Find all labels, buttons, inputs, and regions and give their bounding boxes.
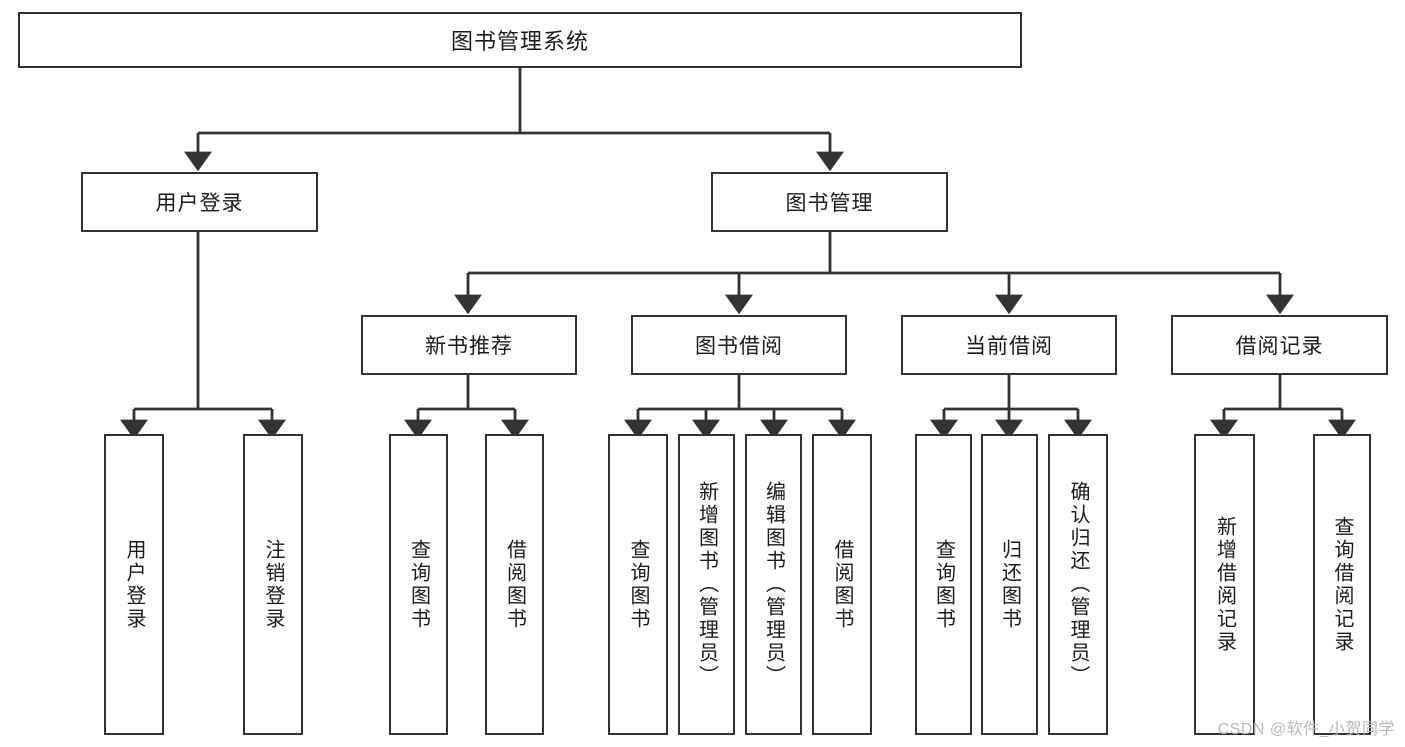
leaf-current-borrow-return[interactable]: 归还图书 bbox=[981, 434, 1038, 735]
node-current-borrow[interactable]: 当前借阅 bbox=[901, 315, 1117, 375]
node-label: 借阅记录 bbox=[1235, 335, 1324, 358]
node-label: 用户登录 bbox=[155, 192, 244, 215]
node-root-system[interactable]: 图书管理系统 bbox=[18, 12, 1022, 68]
leaf-user-login-logout[interactable]: 注销登录 bbox=[243, 434, 303, 735]
leaf-new-book-query[interactable]: 查询图书 bbox=[389, 434, 448, 735]
leaf-current-borrow-query[interactable]: 查询图书 bbox=[915, 434, 972, 735]
node-label: 查询借阅记录 bbox=[1331, 515, 1353, 654]
node-book-management[interactable]: 图书管理 bbox=[711, 172, 948, 232]
leaf-book-borrow-add[interactable]: 新增图书（管理员） bbox=[678, 434, 735, 735]
node-label: 用户登录 bbox=[123, 538, 145, 631]
node-label: 查询图书 bbox=[627, 538, 649, 631]
node-label: 编辑图书（管理员） bbox=[762, 481, 785, 688]
watermark-text: CSDN @软件_小贺同学 bbox=[1217, 721, 1395, 738]
leaf-book-borrow-borrow[interactable]: 借阅图书 bbox=[812, 434, 872, 735]
node-label: 当前借阅 bbox=[965, 335, 1053, 358]
node-label: 查询图书 bbox=[407, 538, 430, 631]
leaf-book-borrow-edit[interactable]: 编辑图书（管理员） bbox=[745, 434, 802, 735]
node-borrow-record[interactable]: 借阅记录 bbox=[1171, 315, 1388, 375]
node-label: 借阅图书 bbox=[503, 538, 526, 631]
leaf-borrow-record-query[interactable]: 查询借阅记录 bbox=[1313, 434, 1371, 735]
node-label: 查询图书 bbox=[932, 538, 955, 631]
node-label: 借阅图书 bbox=[831, 538, 853, 631]
node-user-login[interactable]: 用户登录 bbox=[81, 172, 318, 232]
node-label: 确认归还（管理员） bbox=[1067, 481, 1089, 688]
leaf-current-borrow-confirm-return[interactable]: 确认归还（管理员） bbox=[1048, 434, 1108, 735]
node-label: 归还图书 bbox=[998, 538, 1021, 631]
node-label: 图书管理系统 bbox=[450, 29, 589, 54]
node-label: 图书管理 bbox=[785, 192, 874, 215]
leaf-borrow-record-add[interactable]: 新增借阅记录 bbox=[1194, 434, 1255, 735]
leaf-user-login-login[interactable]: 用户登录 bbox=[104, 434, 164, 735]
leaf-new-book-borrow[interactable]: 借阅图书 bbox=[485, 434, 544, 735]
node-label: 新书推荐 bbox=[425, 335, 513, 358]
node-label: 新增借阅记录 bbox=[1213, 515, 1236, 654]
node-label: 图书借阅 bbox=[695, 335, 783, 358]
leaf-book-borrow-query[interactable]: 查询图书 bbox=[608, 434, 668, 735]
node-label: 注销登录 bbox=[262, 538, 284, 631]
node-new-book-recommend[interactable]: 新书推荐 bbox=[361, 315, 577, 375]
node-label: 新增图书（管理员） bbox=[695, 481, 718, 688]
node-book-borrow[interactable]: 图书借阅 bbox=[631, 315, 847, 375]
